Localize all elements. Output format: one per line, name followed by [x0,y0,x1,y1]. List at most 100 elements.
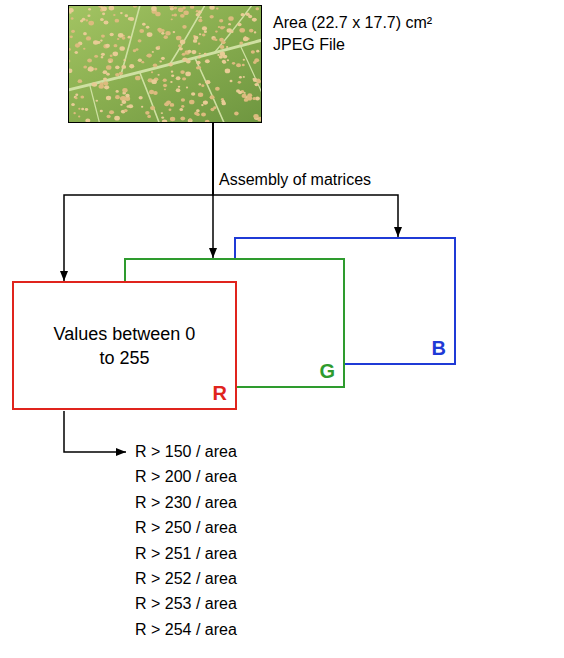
rust-pustule [253,18,257,22]
rust-pustule [201,112,206,116]
rust-pustule [210,95,215,99]
rust-pustule [105,44,110,48]
rust-pustule [128,104,133,108]
rust-pustule [150,106,155,110]
rust-pustule [141,61,144,63]
rust-pustule [210,15,214,19]
rust-pustule [168,62,173,66]
rust-pustule [103,70,108,74]
rust-pustule [255,7,259,10]
rust-pustule [92,82,97,87]
rust-pustule [157,74,159,76]
rust-pustule [244,98,248,102]
rust-pustule [176,76,181,80]
leaf-surface [68,5,262,123]
rust-pustule [106,73,110,76]
rust-pustule [203,101,208,105]
rust-pustule [109,6,115,11]
rust-pustule [122,100,127,104]
channel-letter: R [213,381,227,405]
rust-pustule [110,33,114,37]
rust-pustule [106,65,111,70]
rust-pustule [153,91,158,95]
rust-pustule [151,71,153,73]
rust-pustule [85,19,88,21]
rust-pustule [78,79,83,83]
rust-pustule [96,100,99,102]
image-box: Area (22.7 x 17.7) cm²JPEG File [68,5,262,123]
rust-pustule [107,115,111,119]
rust-pustule [94,68,97,71]
rust-pustule [182,53,186,56]
rust-pustule [228,16,233,21]
rust-pustule [189,118,192,121]
rust-pustule [128,36,131,39]
rust-pustule [198,93,203,97]
rust-pustule [239,28,245,33]
rust-pustule [165,31,170,35]
rust-pustule [138,39,142,42]
rust-pustule [68,8,73,12]
rust-pustule [222,60,226,63]
edge-label: Assembly of matrices [217,170,373,190]
rust-pustule [115,95,120,99]
threshold-item: R > 251 / area [135,544,237,564]
rust-pustule [194,112,198,116]
rust-pustule [116,90,119,93]
rust-pustule [232,62,235,65]
rust-pustule [87,15,90,18]
rust-pustule [174,7,177,10]
rust-pustule [198,43,201,45]
rust-pustule [178,86,180,88]
rust-pustule [81,108,84,110]
rust-pustule [199,33,201,35]
rust-pustule [215,30,218,32]
rust-pustule [249,29,253,33]
rust-pustule [227,28,232,32]
rust-pustule [129,64,134,68]
rust-pustule [151,6,157,11]
rust-pustule [256,50,259,53]
rust-pustule [100,110,103,113]
rust-pustule [71,30,75,33]
rust-pustule [83,65,87,68]
rust-pustule [179,108,183,111]
rust-pustule [220,51,225,56]
rust-pustule [223,26,225,28]
rust-pustule [196,109,199,112]
rust-pustule [100,39,103,41]
rust-pustule [138,59,142,63]
rust-pustule [182,77,186,80]
rust-pustule [78,108,80,110]
rust-pustule [239,76,242,78]
rust-pustule [219,55,223,59]
rust-pustule [99,84,104,88]
rust-pustule [173,13,177,16]
rust-pustule [161,32,164,35]
rust-pustule [234,112,239,116]
rust-pustule [205,80,210,84]
rust-pustule [164,35,168,39]
rust-pustule [196,10,199,12]
rust-pustule [120,12,123,14]
rust-pustule [215,87,220,91]
matrix-box: Values between 0 to 255R [12,281,237,410]
rust-pustule [221,41,225,45]
rust-pustule [182,7,185,10]
rust-pustule [92,83,94,85]
rust-pustule [236,63,241,67]
rust-pustule [189,100,194,105]
channel-letter: G [319,359,335,383]
rust-pustule [196,13,200,16]
rust-pustule [88,67,94,72]
rust-pustule [119,72,123,76]
rust-pustule [193,39,197,43]
rust-pustule [253,114,258,118]
rust-pustule [155,46,160,50]
rust-pustule [139,96,143,99]
rust-pustule [202,34,206,37]
rust-pustule [88,21,94,26]
rust-pustule [172,14,174,16]
rust-pustule [254,83,258,86]
rust-pustule [204,53,207,55]
